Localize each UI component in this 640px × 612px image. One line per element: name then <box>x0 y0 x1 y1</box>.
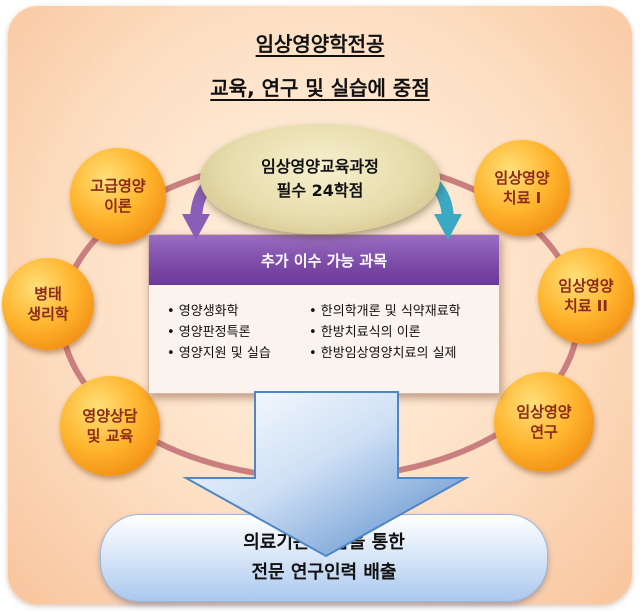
elective-item: • 한의학개론 및 식약재료학 <box>309 304 461 319</box>
elective-item: • 한방임상영양치료의 실제 <box>309 346 457 361</box>
electives-box: 추가 이수 가능 과목 • 영양생화학 • 영양판정특론 • 영양지원 및 실습… <box>148 234 500 394</box>
course-advanced-nutrition: 고급영양 이론 <box>70 148 166 244</box>
major-title: 임상영양학전공 <box>255 32 385 56</box>
elective-item: • 한방치료식의 이론 <box>309 325 421 340</box>
course-clinical-therapy-2: 임상영양 치료 II <box>538 248 634 344</box>
electives-right-list: • 한의학개론 및 식약재료학 • 한방치료식의 이론 • 한방임상영양치료의 … <box>309 301 461 364</box>
elective-item: • 영양지원 및 실습 <box>167 346 271 361</box>
course-pathophysiology: 병태 생리학 <box>2 258 94 350</box>
core-curriculum-credits: 필수 24학점 <box>276 181 364 200</box>
course-clinical-research: 임상영양 연구 <box>494 372 594 472</box>
elective-item: • 영양생화학 <box>167 304 239 319</box>
course-clinical-therapy-1: 임상영양 치료 I <box>474 140 570 236</box>
course-nutrition-counseling: 영양상담 및 교육 <box>60 376 160 476</box>
electives-header: 추가 이수 가능 과목 <box>149 235 499 285</box>
elective-item: • 영양판정특론 <box>167 325 251 340</box>
outcome-banner: 의료기관 실습을 통한 전문 연구인력 배출 <box>100 514 548 602</box>
electives-left-list: • 영양생화학 • 영양판정특론 • 영양지원 및 실습 <box>167 301 271 364</box>
core-curriculum-name: 임상영양교육과정 <box>261 157 379 176</box>
outcome-line-2: 전문 연구인력 배출 <box>251 562 397 583</box>
outcome-line-1: 의료기관 실습을 통한 <box>243 532 405 553</box>
core-curriculum-oval: 임상영양교육과정 필수 24학점 <box>200 124 440 234</box>
major-subtitle: 교육, 연구 및 실습에 중점 <box>210 76 430 100</box>
